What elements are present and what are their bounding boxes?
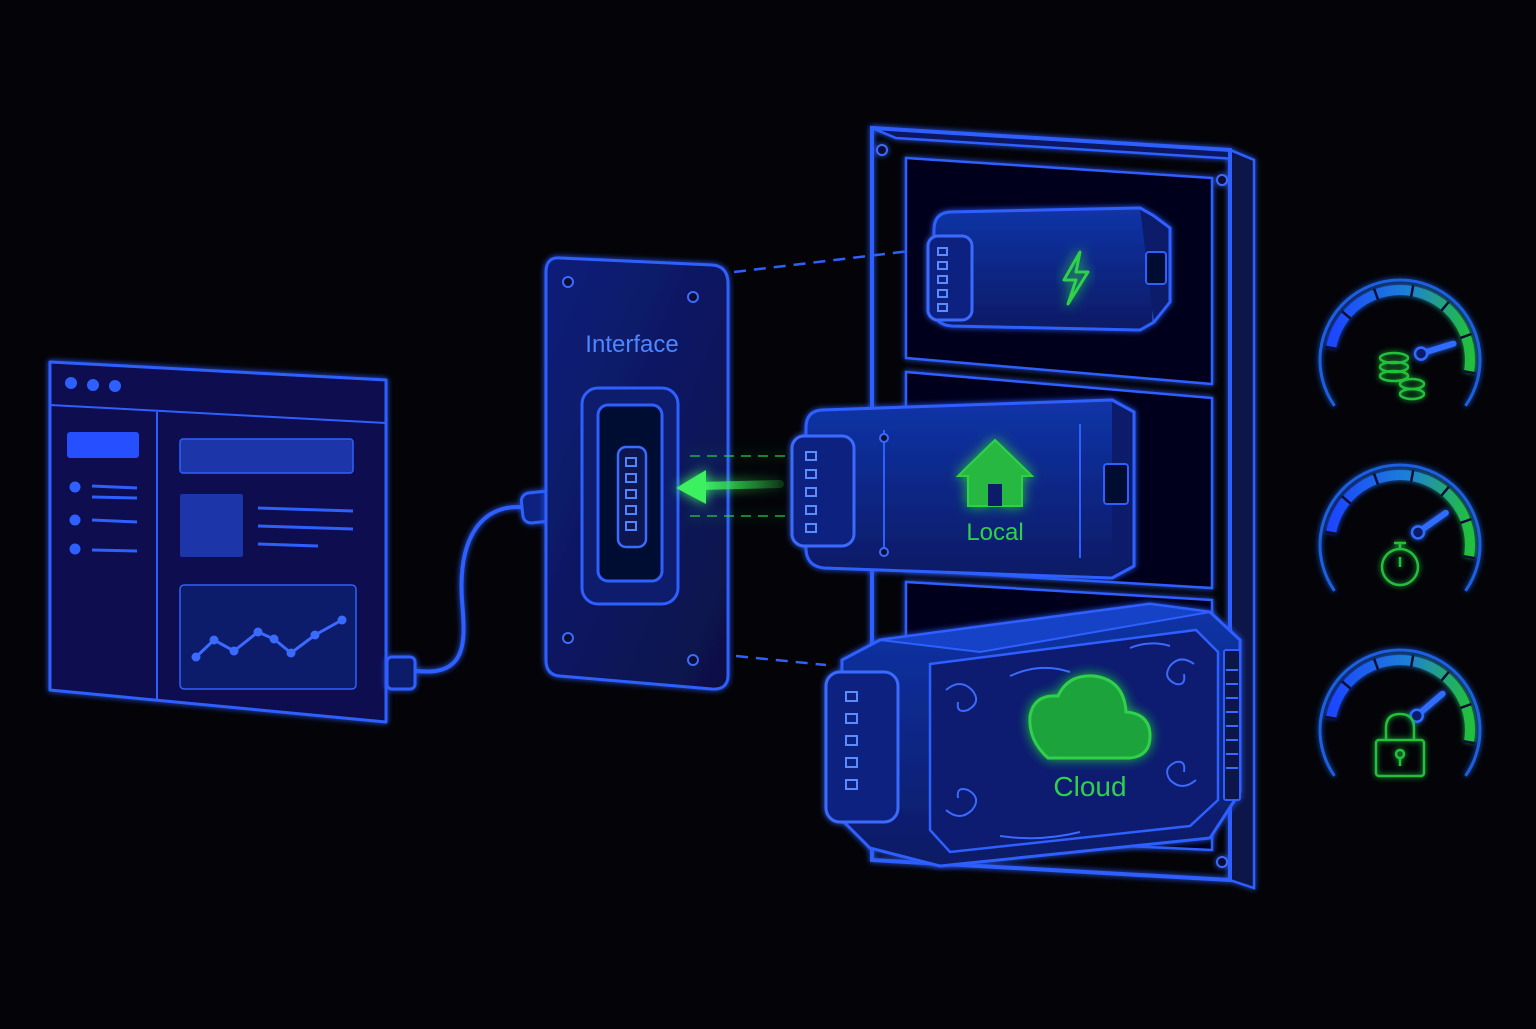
window-dot-3	[109, 380, 121, 392]
gauge-tick	[1440, 300, 1450, 312]
gauge-tick	[1372, 473, 1380, 486]
panel-screws	[562, 276, 699, 666]
gauge-tick	[1372, 288, 1380, 301]
gauge-tick	[1459, 332, 1472, 340]
local-label: Local	[966, 519, 1023, 546]
stopwatch-icon	[1380, 541, 1420, 587]
local-module[interactable]: Local	[790, 398, 1136, 580]
gauge-tick	[1409, 284, 1415, 298]
lightning-bolt-icon	[1062, 250, 1090, 306]
sidebar-active-item	[67, 432, 139, 458]
dashboard-window	[48, 360, 388, 724]
gauge-tick	[1409, 654, 1415, 668]
gauge	[1318, 648, 1482, 778]
gauge-tick	[1324, 530, 1338, 536]
sparkline-points	[191, 615, 347, 662]
cloud-label: Cloud	[1053, 771, 1126, 802]
gauge-tick	[1462, 554, 1476, 560]
gauge-hub	[1413, 346, 1429, 361]
gauge-outline	[1318, 463, 1482, 592]
local-module-connector	[790, 434, 856, 548]
power-module-connector	[926, 234, 974, 322]
gauge-tick	[1324, 345, 1338, 351]
gauge-tick	[1459, 702, 1472, 710]
gauge-tick	[1440, 670, 1450, 682]
gauge-hub	[1409, 708, 1425, 723]
gauge-outline	[1318, 648, 1482, 777]
ornament-swirls	[945, 642, 1197, 840]
gauge-tick	[1340, 310, 1352, 320]
gauge-tick	[1440, 485, 1450, 497]
interface-panel: Interface	[544, 256, 730, 691]
gauge-tick	[1459, 517, 1472, 525]
content-header-bar	[179, 438, 354, 474]
power-module-pins	[937, 247, 948, 312]
gauge-tick	[1324, 715, 1338, 721]
gauge-tick	[1372, 658, 1380, 671]
sidebar-list	[69, 481, 138, 555]
local-module-pins	[805, 451, 817, 533]
metric-gauges	[1318, 278, 1482, 778]
cloud-module-connector	[824, 670, 900, 824]
gauge-tick	[1340, 680, 1352, 690]
window-dot-2	[87, 379, 99, 391]
content-image-placeholder	[180, 494, 243, 557]
house-icon	[955, 438, 1035, 507]
gauge-tick	[1340, 495, 1352, 505]
gauge-hub	[1410, 525, 1426, 540]
power-module[interactable]	[926, 206, 1172, 332]
window-dot-1	[65, 377, 77, 389]
port-pins	[625, 457, 637, 531]
gauge-outline	[1318, 278, 1482, 407]
padlock-icon	[1374, 712, 1426, 778]
cloud-module[interactable]: Cloud	[824, 602, 1242, 868]
gauge-tick	[1409, 469, 1415, 483]
data-flow-arrow	[676, 455, 790, 517]
cloud-module-vents	[1226, 669, 1238, 769]
gauge	[1318, 463, 1482, 592]
content-text-lines	[257, 506, 354, 548]
dashed-connectors	[733, 248, 919, 667]
gauge	[1318, 278, 1482, 407]
cloud-icon	[1028, 674, 1152, 760]
gauge-tick	[1462, 739, 1476, 745]
coins-icon	[1378, 351, 1426, 401]
cable-plug-dashboard	[385, 655, 417, 691]
cloud-module-pins	[845, 691, 858, 790]
gauge-tick	[1462, 369, 1476, 375]
interface-label: Interface	[585, 331, 678, 358]
